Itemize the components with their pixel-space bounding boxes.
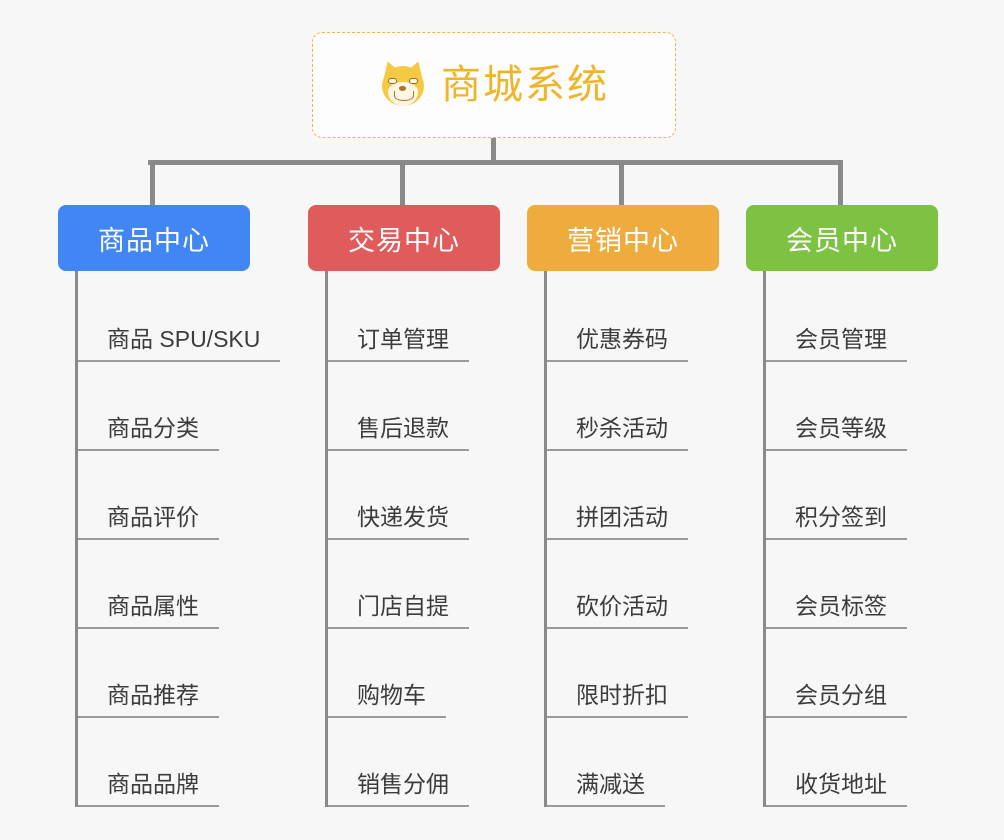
list-item-label: 积分签到 <box>766 503 907 540</box>
list-item[interactable]: 购物车 <box>328 629 500 718</box>
list-item-label: 订单管理 <box>328 325 469 362</box>
list-item-label: 售后退款 <box>328 414 469 451</box>
list-item-label: 会员分组 <box>766 681 907 718</box>
list-item-label: 商品属性 <box>78 592 219 629</box>
column-4: 会员中心会员管理会员等级积分签到会员标签会员分组收货地址 <box>746 205 938 807</box>
list-item[interactable]: 商品推荐 <box>78 629 250 718</box>
list-item[interactable]: 售后退款 <box>328 362 500 451</box>
list-item-label: 秒杀活动 <box>547 414 688 451</box>
list-item-label: 会员标签 <box>766 592 907 629</box>
column-body-4: 会员管理会员等级积分签到会员标签会员分组收货地址 <box>763 271 938 807</box>
list-item[interactable]: 会员等级 <box>766 362 938 451</box>
list-item[interactable]: 会员分组 <box>766 629 938 718</box>
list-item[interactable]: 商品 SPU/SKU <box>78 273 281 362</box>
list-item[interactable]: 会员标签 <box>766 540 938 629</box>
list-item-label: 会员等级 <box>766 414 907 451</box>
list-item[interactable]: 快递发货 <box>328 451 500 540</box>
list-item[interactable]: 优惠券码 <box>547 273 719 362</box>
list-item-label: 商品推荐 <box>78 681 219 718</box>
list-item[interactable]: 拼团活动 <box>547 451 719 540</box>
column-body-1: 商品 SPU/SKU 商品分类商品评价商品属性商品推荐商品品牌 <box>75 271 281 807</box>
connector-horizontal-bus <box>148 160 840 165</box>
column-header-1[interactable]: 商品中心 <box>58 205 250 271</box>
connector-drop-3 <box>619 160 624 208</box>
list-item-label: 砍价活动 <box>547 592 688 629</box>
list-item[interactable]: 商品分类 <box>78 362 250 451</box>
list-item[interactable]: 商品品牌 <box>78 718 250 807</box>
connector-drop-4 <box>838 160 843 208</box>
connector-drop-2 <box>400 160 405 208</box>
list-item-label: 商品品牌 <box>78 770 219 807</box>
list-item-label: 购物车 <box>328 681 446 718</box>
root-node[interactable]: 商城系统 <box>312 32 676 138</box>
column-header-3[interactable]: 营销中心 <box>527 205 719 271</box>
column-1: 商品中心商品 SPU/SKU 商品分类商品评价商品属性商品推荐商品品牌 <box>58 205 281 807</box>
list-item-label: 快递发货 <box>328 503 469 540</box>
list-item-label: 限时折扣 <box>547 681 688 718</box>
list-item-label: 会员管理 <box>766 325 907 362</box>
list-item-label: 商品分类 <box>78 414 219 451</box>
column-3: 营销中心优惠券码秒杀活动拼团活动砍价活动限时折扣满减送 <box>527 205 719 807</box>
list-item-label: 满减送 <box>547 770 665 807</box>
list-item-label: 拼团活动 <box>547 503 688 540</box>
list-item-label: 收货地址 <box>766 770 907 807</box>
column-header-2[interactable]: 交易中心 <box>308 205 500 271</box>
list-item[interactable]: 商品评价 <box>78 451 250 540</box>
root-title: 商城系统 <box>441 63 609 107</box>
list-item[interactable]: 销售分佣 <box>328 718 500 807</box>
list-item[interactable]: 限时折扣 <box>547 629 719 718</box>
column-body-2: 订单管理售后退款快递发货门店自提购物车销售分佣 <box>325 271 500 807</box>
column-header-4[interactable]: 会员中心 <box>746 205 938 271</box>
list-item[interactable]: 收货地址 <box>766 718 938 807</box>
list-item[interactable]: 积分签到 <box>766 451 938 540</box>
connector-drop-1 <box>150 160 155 208</box>
list-item-label: 商品评价 <box>78 503 219 540</box>
column-2: 交易中心订单管理售后退款快递发货门店自提购物车销售分佣 <box>308 205 500 807</box>
list-item[interactable]: 秒杀活动 <box>547 362 719 451</box>
shiba-dog-face-icon <box>379 58 427 109</box>
list-item[interactable]: 门店自提 <box>328 540 500 629</box>
list-item-label: 优惠券码 <box>547 325 688 362</box>
column-body-3: 优惠券码秒杀活动拼团活动砍价活动限时折扣满减送 <box>544 271 719 807</box>
list-item-label: 销售分佣 <box>328 770 469 807</box>
list-item-label: 门店自提 <box>328 592 469 629</box>
list-item-label: 商品 SPU/SKU <box>78 325 281 362</box>
list-item[interactable]: 订单管理 <box>328 273 500 362</box>
list-item[interactable]: 砍价活动 <box>547 540 719 629</box>
list-item[interactable]: 商品属性 <box>78 540 250 629</box>
list-item[interactable]: 会员管理 <box>766 273 938 362</box>
connector-root-stem <box>491 138 496 164</box>
list-item[interactable]: 满减送 <box>547 718 719 807</box>
